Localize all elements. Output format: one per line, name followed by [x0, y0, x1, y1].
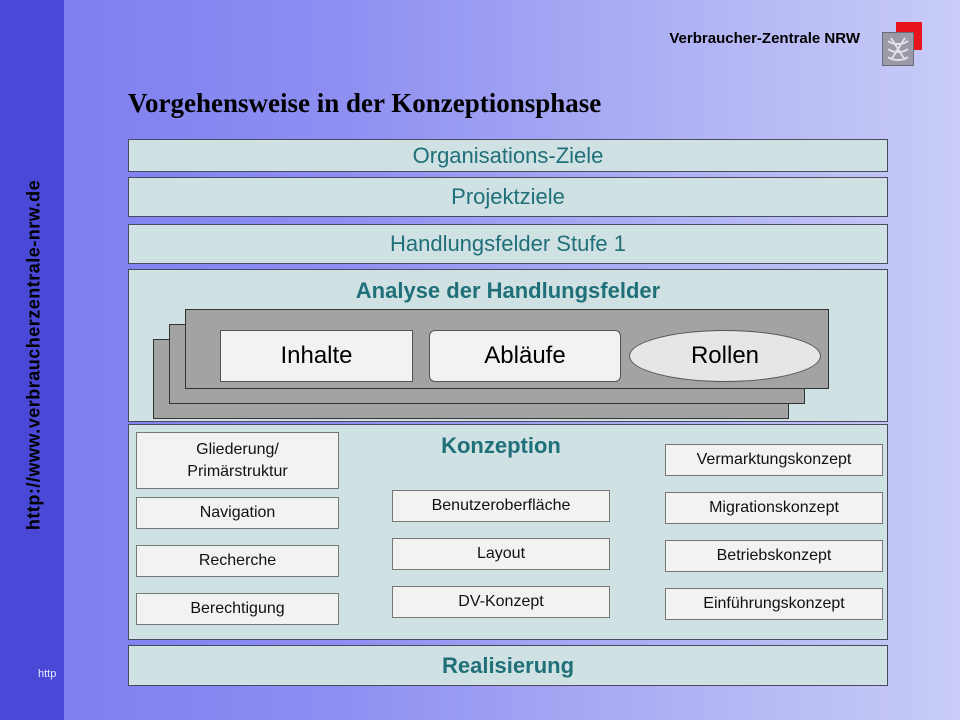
einfuehrungskonzept-box: Einführungskonzept [665, 588, 883, 620]
projektziele-band: Projektziele [128, 177, 888, 217]
organization-name: Verbraucher-Zentrale NRW [669, 30, 860, 47]
organisations-ziele-band: Organisations-Ziele [128, 139, 888, 172]
inhalte-box: Inhalte [220, 330, 413, 382]
dv-konzept-box: DV-Konzept [392, 586, 610, 618]
gliederung-box: Gliederung/ Primärstruktur [136, 432, 339, 489]
analyse-title: Analyse der Handlungsfelder [355, 278, 661, 303]
benutzeroberflaeche-box: Benutzeroberfläche [392, 490, 610, 522]
ablaeufe-box: Abläufe [429, 330, 621, 382]
vermarktungskonzept-box: Vermarktungskonzept [665, 444, 883, 476]
recherche-box: Recherche [136, 545, 339, 577]
left-sidebar: http://www.verbraucherzentrale-nrw.de ht… [0, 0, 64, 720]
betriebskonzept-box: Betriebskonzept [665, 540, 883, 572]
http-mark: http [38, 668, 57, 680]
stack-sheet-front: Inhalte Abläufe Rollen [185, 309, 829, 389]
analyse-panel: Analyse der Handlungsfelder Inhalte Ablä… [128, 269, 888, 422]
vz-nrw-logo-icon [880, 22, 926, 66]
rollen-oval: Rollen [629, 330, 821, 382]
layout-box: Layout [392, 538, 610, 570]
konzeption-panel: Konzeption Gliederung/ Primärstruktur Na… [128, 424, 888, 640]
realisierung-band: Realisierung [128, 645, 888, 686]
navigation-box: Navigation [136, 497, 339, 529]
page-title: Vorgehensweise in der Konzeptionsphase [128, 88, 602, 118]
berechtigung-box: Berechtigung [136, 593, 339, 625]
migrationskonzept-box: Migrationskonzept [665, 492, 883, 524]
konzeption-title: Konzeption [441, 433, 561, 458]
handlungsfelder-band: Handlungsfelder Stufe 1 [128, 224, 888, 264]
website-url: http://www.verbraucherzentrale-nrw.de [23, 179, 44, 531]
